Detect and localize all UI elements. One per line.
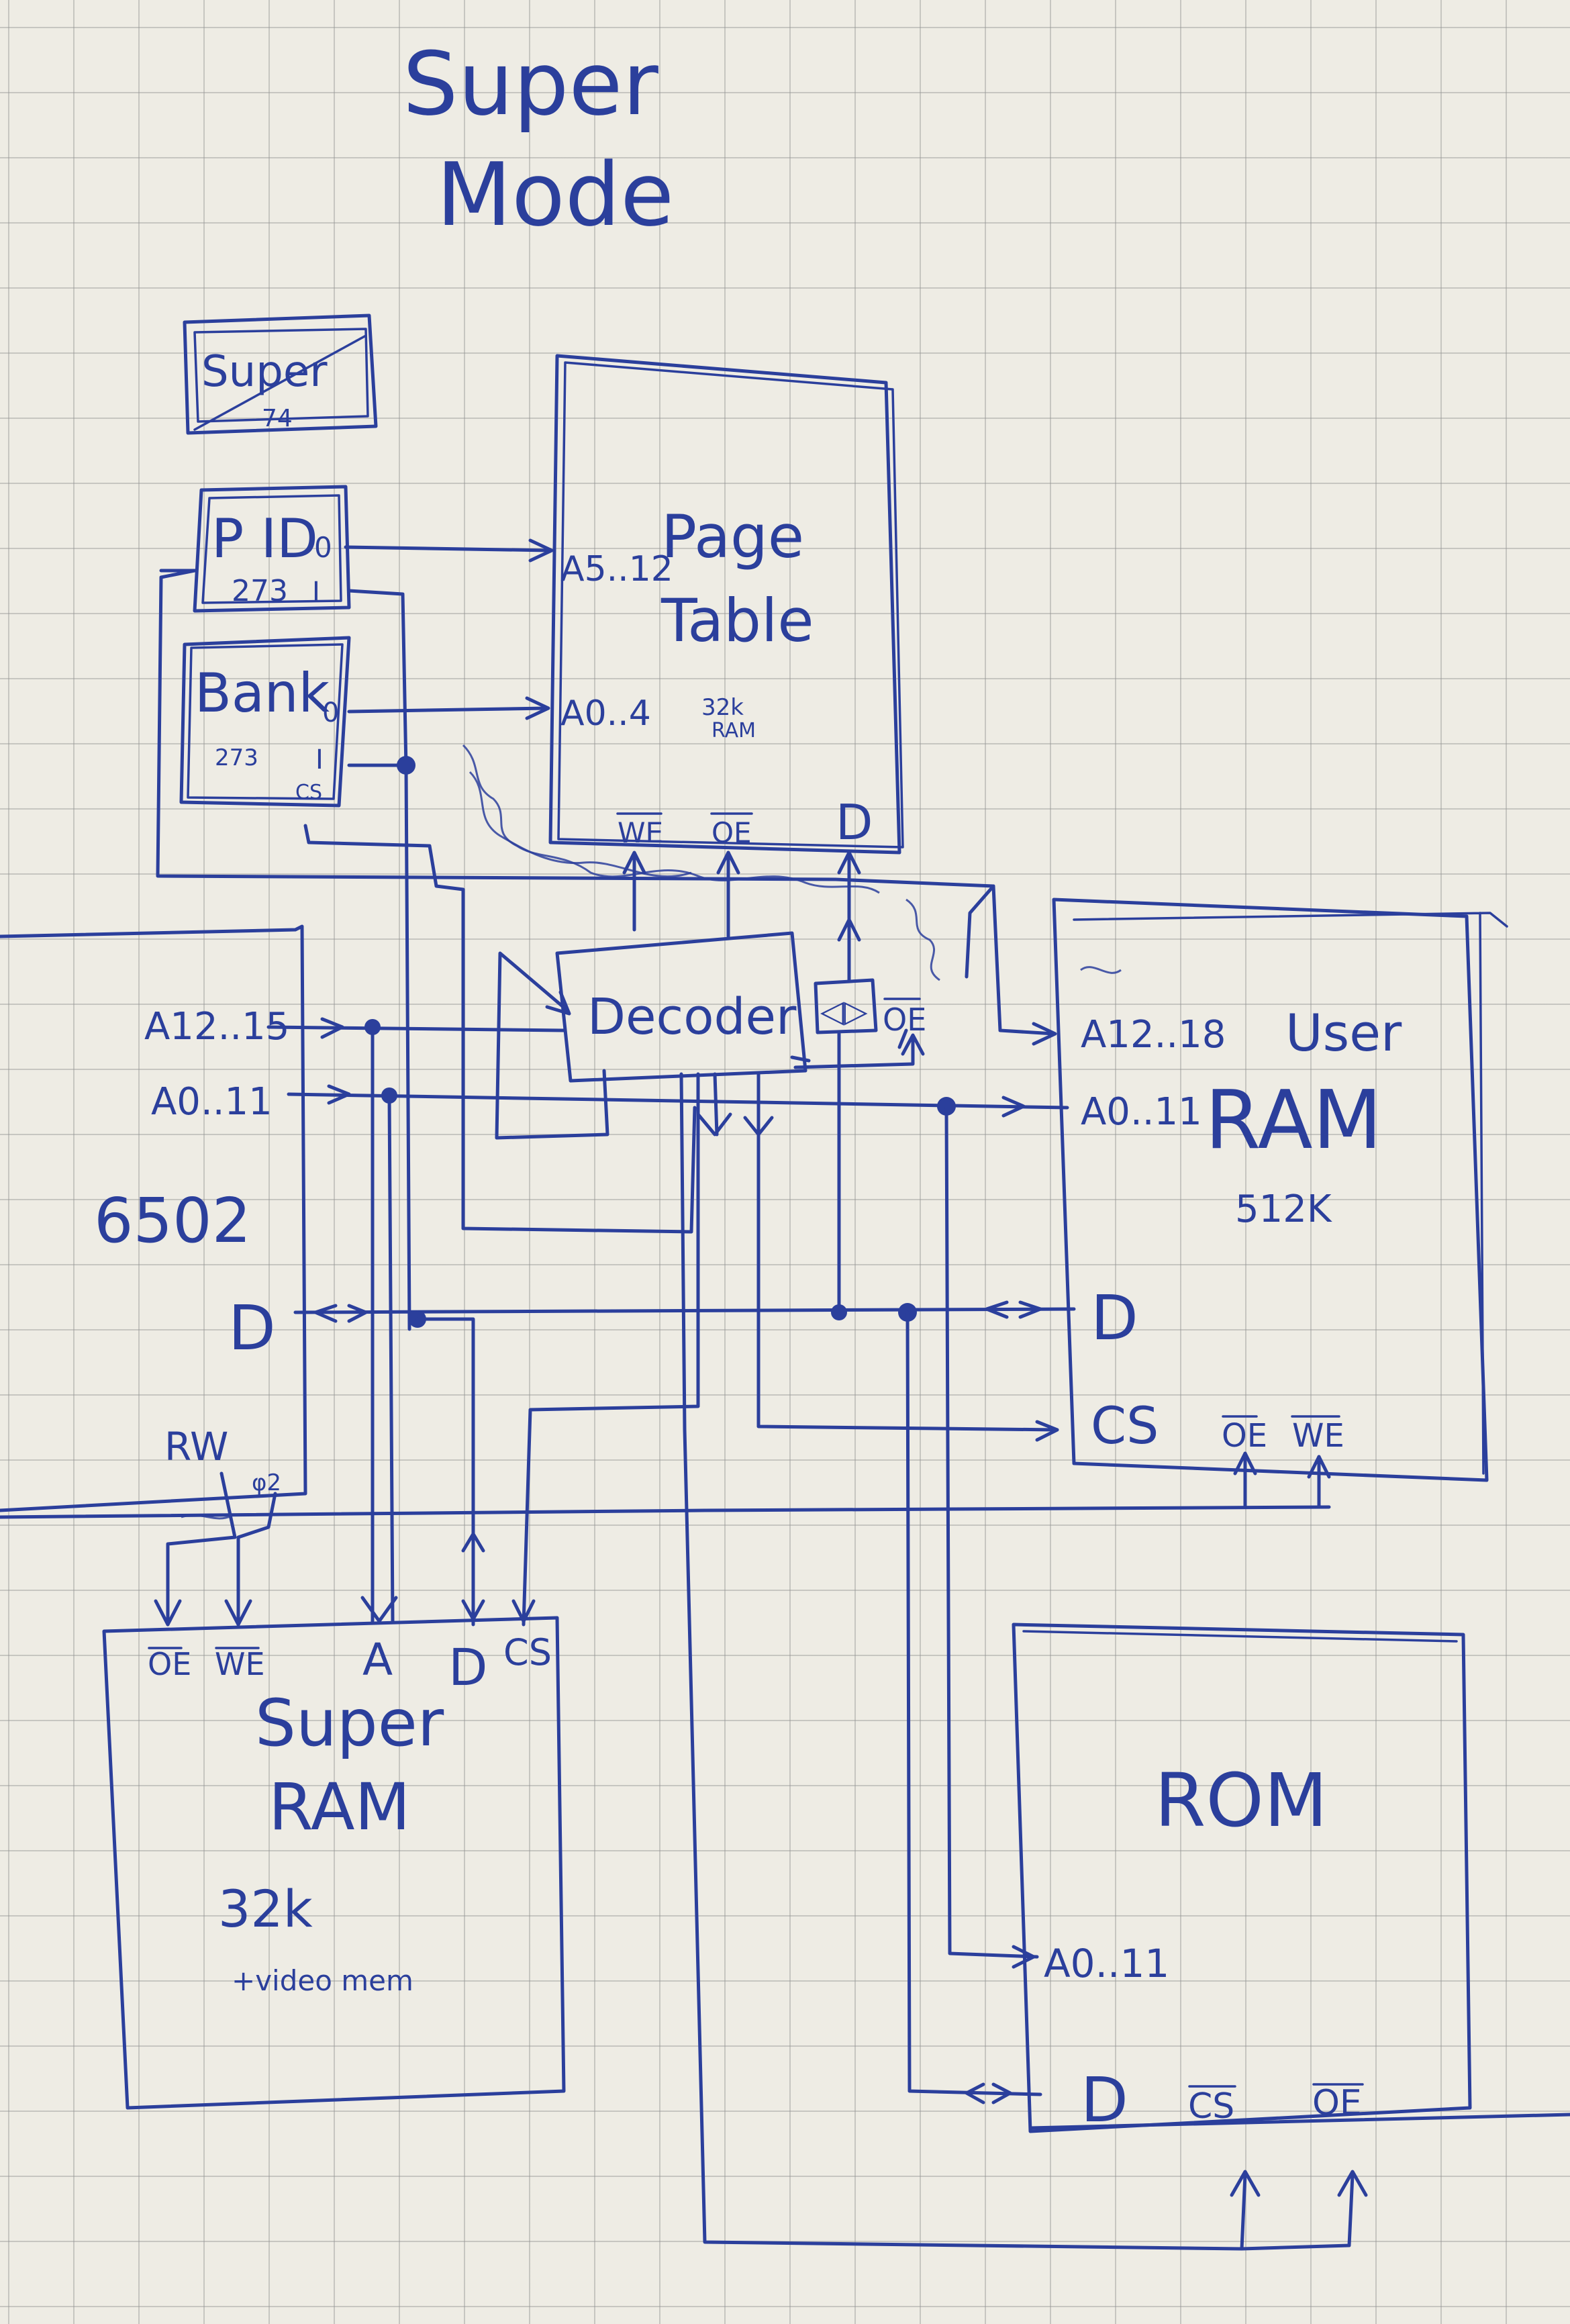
- page-table-box: [548, 354, 901, 855]
- super-ram-cs: CS: [503, 1631, 552, 1674]
- pid-pin: I: [312, 577, 320, 608]
- cpu-rw: RW: [164, 1424, 228, 1469]
- wire-super-oe: [166, 1471, 237, 1627]
- bank-pin: I: [315, 744, 324, 775]
- super-ram-block: Super RAM 32k +video mem OE WE A D CS: [102, 1616, 566, 2110]
- page-table-oe: OE: [712, 816, 752, 849]
- super-ram-note: +video mem: [232, 1964, 413, 1997]
- page-table-we: WE: [618, 816, 663, 849]
- title-line-2: Mode: [436, 144, 674, 246]
- wire-super-a-2: [387, 1094, 395, 1623]
- super-ram-addr: A: [362, 1634, 393, 1686]
- super-ram-size: 32k: [218, 1879, 313, 1939]
- wire-bank-cs: [303, 824, 697, 1234]
- cpu-addr-low: A0..11: [151, 1080, 273, 1124]
- wire-rom-d: [905, 1310, 1042, 2096]
- wire-rom-oe: [1240, 2173, 1355, 2251]
- super-74-label: Super: [201, 347, 328, 397]
- pid-part: 273: [232, 574, 288, 608]
- rom-addr: A0..11: [1044, 1941, 1169, 1986]
- page-table-addr-low: A0..4: [560, 693, 651, 734]
- page-table-size-1: 32k: [701, 694, 744, 721]
- rom-label: ROM: [1155, 1757, 1328, 1843]
- page-table-block: Page Table 32k RAM A5..12 A0..4 WE OE D: [548, 354, 904, 855]
- wire-pid-to-pt: [344, 545, 552, 552]
- user-ram-addr-low: A0..11: [1081, 1090, 1202, 1134]
- cpu-data: D: [228, 1292, 276, 1364]
- wire-super-d: [415, 1317, 475, 1627]
- title-line-1: Super: [403, 33, 658, 135]
- user-ram-addr-high: A12..18: [1081, 1013, 1226, 1057]
- bank-register: Bank 0 273 I CS: [179, 636, 351, 808]
- wire-decoder-loop: [495, 951, 609, 1140]
- rom-block: ROM A0..11 D CS OE: [1012, 1623, 1472, 2136]
- rom-cs: CS: [1188, 2086, 1234, 2127]
- strike-line: [193, 334, 367, 431]
- decoder-label: Decoder: [587, 988, 797, 1046]
- wire-control-bus: [0, 1505, 1331, 1519]
- wire-rom-addr: [944, 1106, 1039, 1959]
- bank-cs: CS: [295, 781, 322, 804]
- wire-super-we: [236, 1492, 277, 1627]
- scribble-marks: [181, 744, 1122, 1520]
- super-74-part: 74: [262, 405, 293, 432]
- pid-label: P ID: [211, 507, 318, 570]
- buffer-symbol: ◁▷: [820, 993, 868, 1029]
- pid-suffix: 0: [314, 531, 332, 564]
- decoder-box: [555, 931, 807, 1083]
- user-ram-we: WE: [1292, 1417, 1344, 1455]
- pid-register: P ID 0 273 I: [193, 485, 351, 613]
- cpu-addr-high: A12..15: [144, 1005, 289, 1049]
- cpu-label: 6502: [94, 1185, 251, 1257]
- super-74-box: [183, 313, 378, 435]
- rom-box: [1012, 1623, 1472, 2133]
- user-ram-oe: OE: [1222, 1417, 1267, 1455]
- super-ram-data: D: [448, 1637, 488, 1697]
- super-ram-box: [102, 1616, 566, 2110]
- super-ram-label-2: RAM: [268, 1770, 410, 1845]
- cpu-outline: [0, 924, 307, 1512]
- user-ram-data: D: [1091, 1282, 1138, 1354]
- wire-decoder-buffer-oe: [793, 1035, 915, 1069]
- cpu-6502-block: 6502 A12..15 A0..11 D RW φ2: [0, 924, 307, 1512]
- wire-decoder-rom-cs: [679, 1072, 1247, 2251]
- wire-decoder-ram-cs: [756, 1072, 1059, 1432]
- wire-a12-15: [266, 1025, 566, 1032]
- user-ram-box: [1052, 898, 1489, 1482]
- bus-buffer: ◁▷ OE: [814, 978, 926, 1038]
- super-74-block: Super 74: [183, 313, 378, 435]
- page-table-addr-high: A5..12: [560, 549, 673, 589]
- user-ram-block: RAM User 512K A12..18 A0..11 D CS OE WE: [1052, 898, 1508, 1482]
- user-ram-cs: CS: [1091, 1396, 1159, 1455]
- wire-bank-to-pt: [347, 706, 549, 714]
- cpu-phi2: φ2: [252, 1469, 281, 1496]
- super-ram-oe: OE: [148, 1646, 191, 1682]
- page-table-data: D: [836, 794, 873, 851]
- decoder-block: Decoder: [555, 931, 807, 1083]
- pid-box: [193, 485, 351, 613]
- super-ram-label-1: Super: [255, 1686, 444, 1761]
- user-ram-type: User: [1285, 1003, 1402, 1063]
- bank-suffix: 0: [322, 697, 339, 728]
- rom-oe: OE: [1312, 2083, 1362, 2123]
- bank-part: 273: [215, 744, 258, 771]
- wire-pid-loop: [156, 569, 1056, 1036]
- wiring: [0, 538, 1570, 2251]
- page-table-label-2: Table: [660, 586, 814, 655]
- page-table-label-1: Page: [661, 502, 804, 571]
- user-ram-size: 512K: [1235, 1188, 1332, 1231]
- buffer-box: [814, 978, 878, 1034]
- bank-box: [179, 636, 351, 808]
- wire-super-cs: [522, 1072, 700, 1627]
- user-ram-label: RAM: [1205, 1074, 1382, 1167]
- bank-label: Bank: [195, 662, 330, 724]
- page-table-size-2: RAM: [712, 719, 756, 742]
- page-title: Super Mode: [403, 33, 674, 246]
- wire-register-data: [347, 589, 411, 1331]
- super-ram-we: WE: [215, 1646, 265, 1682]
